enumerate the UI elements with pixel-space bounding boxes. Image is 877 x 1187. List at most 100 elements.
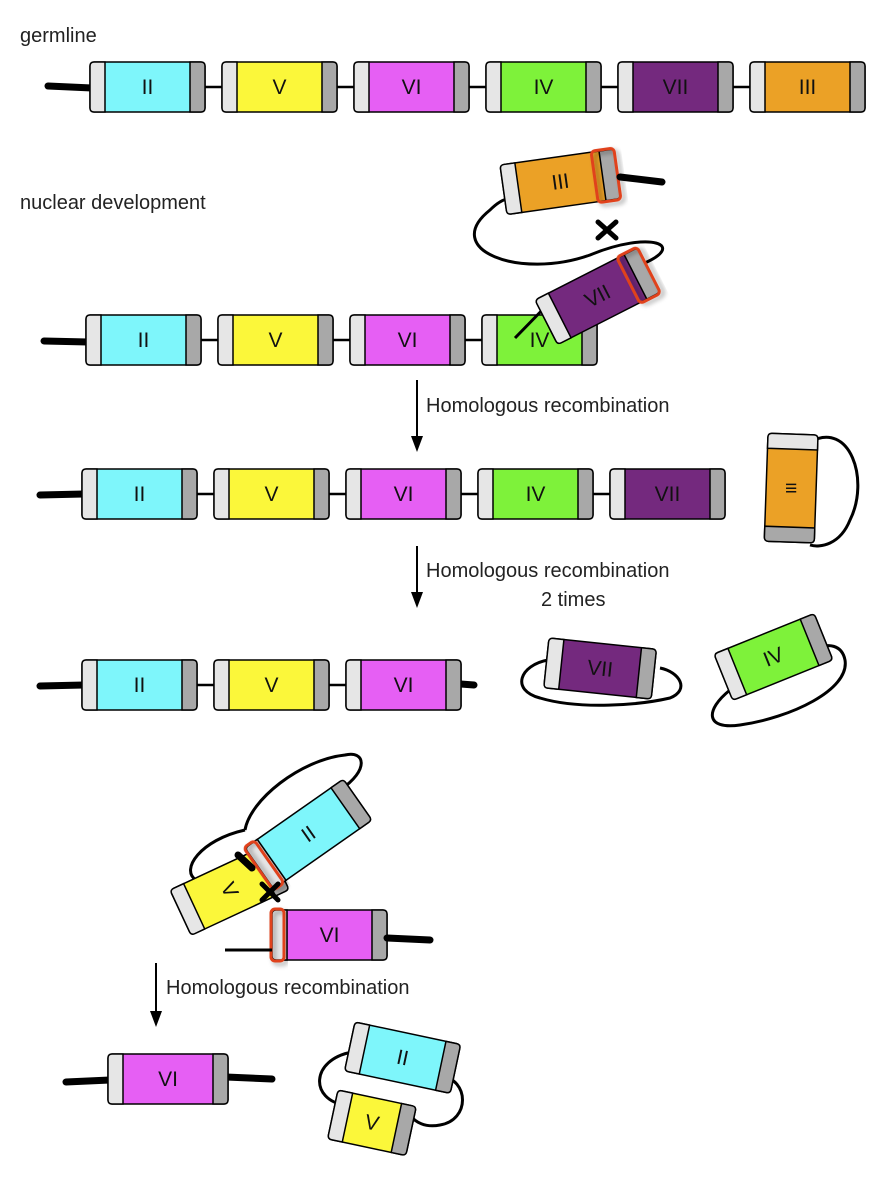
segment-end-left: [81, 468, 98, 520]
step2-label-line1: Homologous recombination: [426, 560, 669, 582]
stage3b-folded: V II VI: [170, 752, 434, 963]
excised-VII: VII: [520, 637, 683, 707]
segment-end-left: [749, 61, 766, 113]
crossover-mark-2: [259, 881, 281, 903]
segment-end-left: [543, 637, 565, 691]
segment-label-III: III: [799, 76, 817, 99]
arrow-step3: [150, 963, 162, 1027]
excised-III: ≡: [763, 432, 860, 548]
segment-label-III: ≡: [785, 477, 797, 500]
segment-end-left: [81, 659, 98, 711]
excised-V-segment: V: [327, 1089, 417, 1156]
segment-label-IV: IV: [526, 483, 546, 506]
segment-end-left: [353, 61, 370, 113]
segment-end-left: [345, 659, 362, 711]
excised-VII-segment: VII: [543, 637, 657, 700]
segment-end-right: [585, 61, 602, 113]
segment-end-right: [329, 779, 372, 830]
segment-end-left: [714, 647, 748, 701]
stage3b-segment-II: II: [243, 779, 372, 891]
segment-end-right: [445, 659, 462, 711]
segment-label-V: V: [264, 674, 278, 697]
segment-label-V: V: [264, 483, 278, 506]
segment-end-left: [221, 61, 238, 113]
segment-end-left: [609, 468, 626, 520]
segment-end-left: [213, 659, 230, 711]
segment-end-left: [477, 468, 494, 520]
segment-end-right: [313, 468, 330, 520]
segment-V: V: [217, 314, 334, 366]
segment-end-left: [481, 314, 498, 366]
stage4-row: VI: [62, 1053, 276, 1105]
segment-label-II: II: [134, 674, 146, 697]
segment-end-left: [89, 61, 106, 113]
segment-VI: VI: [107, 1053, 229, 1105]
step3-label: Homologous recombination: [166, 977, 409, 999]
arrow-step1: [411, 380, 423, 452]
segment-end-right: [181, 659, 198, 711]
segment-end-left: [217, 314, 234, 366]
germline-label: germline: [20, 25, 97, 47]
segment-end-right: [317, 314, 334, 366]
segment-label-V: V: [363, 1111, 381, 1136]
segment-end-right: [313, 659, 330, 711]
segment-V: V: [213, 659, 330, 711]
segment-III: III: [749, 61, 866, 113]
segment-label-II: II: [142, 76, 154, 99]
excised-II-V: II V: [318, 1021, 464, 1156]
segment-VI: VI: [349, 314, 466, 366]
segment-end-right: [577, 468, 594, 520]
segment-label-VI: VI: [402, 76, 422, 99]
segment-end-left: [345, 468, 362, 520]
segment-II: II: [81, 659, 198, 711]
segment-end-right: [181, 468, 198, 520]
segment-end-right: [709, 468, 726, 520]
segment-end-right: [185, 314, 202, 366]
segment-label-II: II: [134, 483, 146, 506]
segment-end-left: [766, 432, 819, 451]
segment-end-left: [85, 314, 102, 366]
highlight-box: [269, 907, 286, 963]
crossover-mark-1: [595, 219, 619, 241]
segment-end-right: [321, 61, 338, 113]
segment-II: II: [81, 468, 198, 520]
segment-label-VI: VI: [320, 924, 340, 947]
segment-end-right: [212, 1053, 229, 1105]
segment-end-right: [763, 525, 816, 544]
segment-end-left: [499, 162, 523, 215]
segment-label-V: V: [268, 329, 282, 352]
segment-end-left: [349, 314, 366, 366]
segment-label-VI: VI: [398, 329, 418, 352]
nuclear-development-label: nuclear development: [20, 192, 206, 214]
arrow-step2: [411, 546, 423, 608]
segment-label-VII: VII: [663, 76, 689, 99]
stage3b-segment-VI: VI: [269, 907, 388, 963]
segment-end-left: [170, 882, 206, 935]
segment-end-right: [449, 314, 466, 366]
segment-end-right: [434, 1040, 461, 1094]
segment-II: II: [85, 314, 202, 366]
stage2-row: II V VI IV VII: [36, 468, 726, 520]
segment-label-III: III: [550, 170, 571, 195]
highlight-box: [616, 246, 661, 304]
excised-III-segment: ≡: [763, 432, 819, 544]
segment-IV: IV: [477, 468, 594, 520]
segment-end-left: [107, 1053, 124, 1105]
segment-II: II: [89, 61, 206, 113]
highlight-box: [589, 147, 622, 204]
segment-end-right: [189, 61, 206, 113]
stage1-segment-III: III: [499, 147, 622, 215]
segment-label-VI: VI: [394, 483, 414, 506]
segment-end-right: [390, 1102, 417, 1156]
segment-label-VII: VII: [655, 483, 681, 506]
segment-end-right: [445, 468, 462, 520]
segment-label-V: V: [272, 76, 286, 99]
segment-label-II: II: [394, 1046, 410, 1071]
segment-end-right: [635, 646, 657, 700]
segment-end-right: [371, 909, 388, 961]
segment-label-II: II: [138, 329, 150, 352]
segment-end-right: [849, 61, 866, 113]
